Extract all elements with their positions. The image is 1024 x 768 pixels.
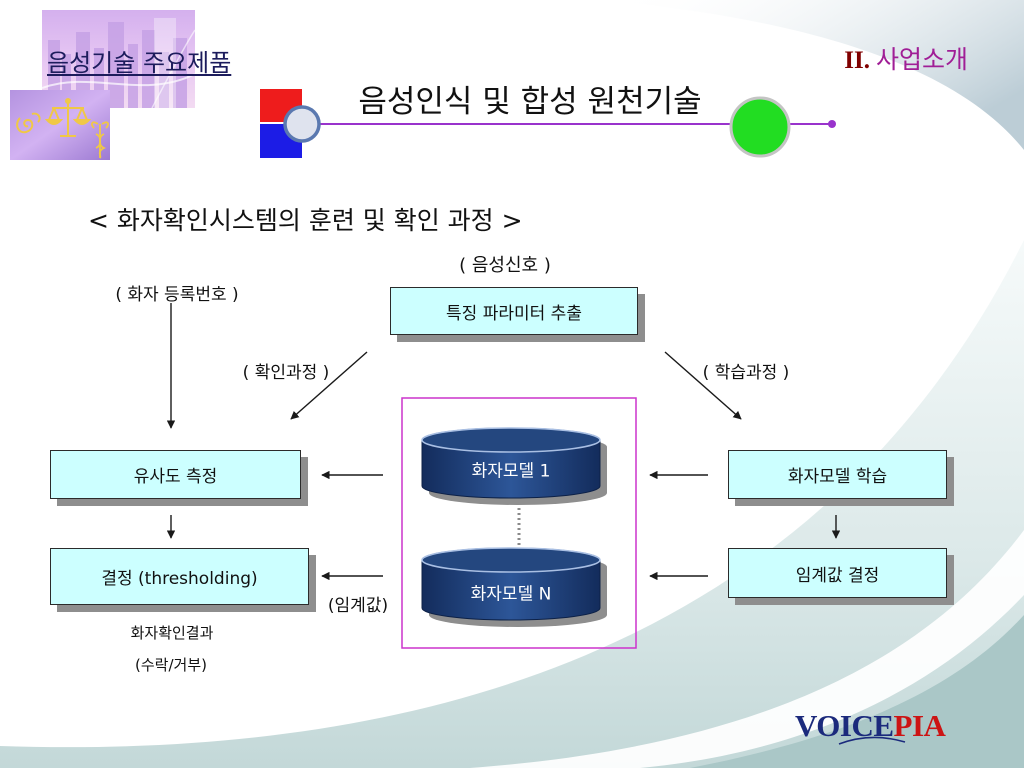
- section-label: 음성기술 주요제품: [47, 49, 232, 77]
- feature-extraction-box: 특징 파라미터 추출: [390, 287, 638, 335]
- city-skyline-image: [42, 10, 195, 108]
- chapter-title: 사업소개: [875, 45, 968, 74]
- scales-icon: [44, 98, 92, 137]
- justice-image: [10, 90, 110, 160]
- background-swoosh-corner: [690, 615, 1024, 768]
- logo-swoosh: [838, 736, 906, 745]
- background-swoosh-top-right: [600, 0, 1024, 150]
- arrow-feature-to-training: [664, 351, 742, 420]
- caduceus-icon: [91, 121, 109, 159]
- threshold-value-label: (임계값): [327, 596, 389, 616]
- training-path-label: ( 학습과정 ): [702, 363, 790, 383]
- background-swoosh-bottom: [0, 240, 1024, 768]
- input-signal-label: ( 음성신호 ): [459, 255, 551, 276]
- decision-box: 결정 (thresholding): [50, 548, 309, 605]
- model-training-box: 화자모델 학습: [728, 450, 947, 499]
- voicepia-logo: VOICEPIA: [795, 708, 946, 745]
- logo-text-pia: PIA: [893, 708, 946, 743]
- title-line-end-dot: [828, 120, 836, 128]
- title-decor-circle: [283, 105, 321, 143]
- speaker-model-1-label: 화자모델 1: [471, 461, 551, 482]
- city-skyline-icon: [42, 10, 195, 108]
- result-options-label: (수락/거부): [135, 656, 207, 674]
- chapter-heading: II.사업소개: [844, 40, 968, 76]
- flow-arrows: [166, 303, 841, 581]
- arrow-feature-to-verification: [290, 351, 368, 420]
- speaker-id-label: ( 화자 등록번호 ): [115, 285, 239, 305]
- title-decoration: [260, 89, 836, 158]
- similarity-measure-box: 유사도 측정: [50, 450, 301, 499]
- result-label: 화자확인결과: [130, 624, 214, 642]
- cylinder-top: [421, 427, 601, 453]
- diagram-subtitle: < 화자확인시스템의 훈련 및 확인 과정 >: [88, 206, 523, 235]
- background-swoosh-white-band: [470, 530, 1024, 768]
- speaker-model-1-cylinder: [421, 427, 607, 505]
- speaker-model-n-cylinder: [421, 547, 607, 627]
- chapter-number: II.: [844, 47, 870, 74]
- speaker-model-n-label: 화자모델 N: [470, 584, 552, 605]
- speaker-model-database-frame: [401, 397, 637, 649]
- threshold-decision-box: 임계값 결정: [728, 548, 947, 598]
- title-decor-green-circle: [729, 96, 791, 158]
- slide-title: 음성인식 및 합성 원천기술: [358, 84, 702, 120]
- verification-path-label: ( 확인과정 ): [242, 363, 330, 383]
- cylinder-top: [421, 547, 601, 573]
- ornament-icon: [16, 112, 41, 134]
